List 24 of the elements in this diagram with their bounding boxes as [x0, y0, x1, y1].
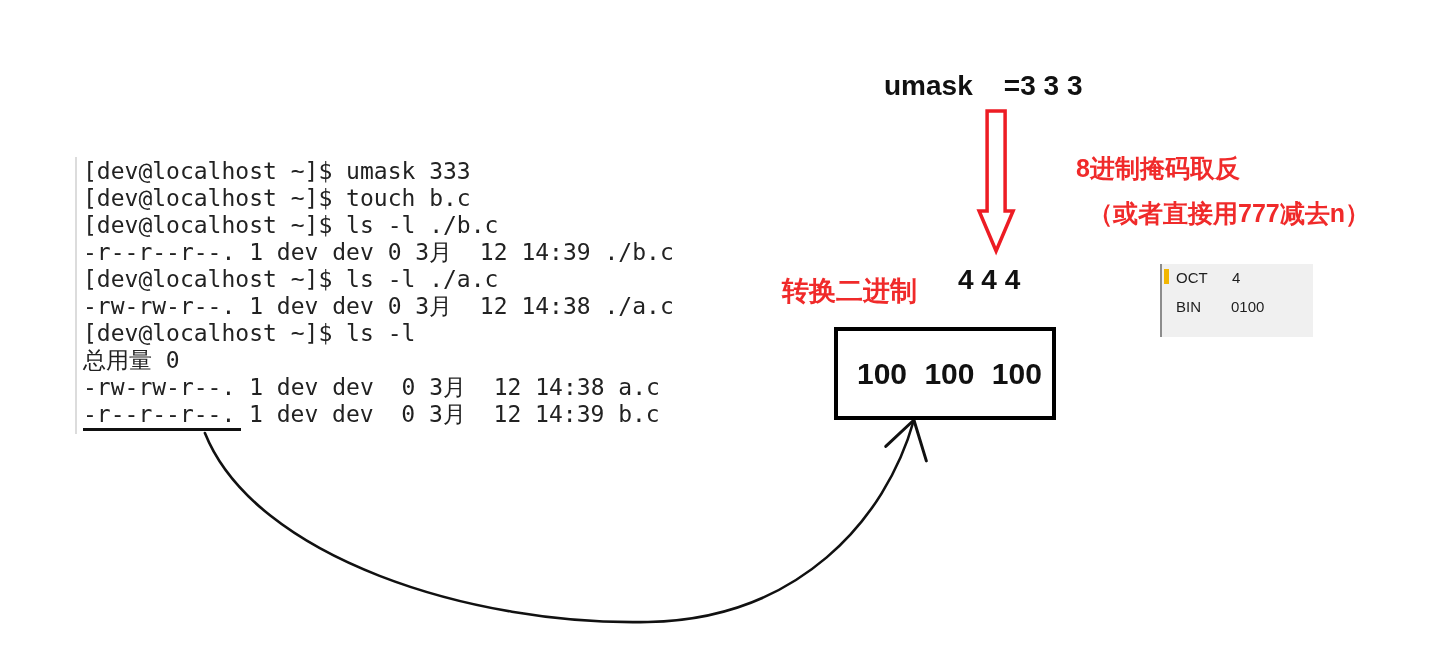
base-name: OCT	[1176, 268, 1208, 288]
base-value: 4	[1232, 268, 1241, 288]
underlined-permissions: -r--r--r--.	[83, 401, 242, 431]
result-frame	[834, 327, 1056, 420]
value-text: 4 4 4	[958, 263, 1021, 297]
terminal-line: [dev@localhost ~]$ umask 333	[83, 158, 471, 185]
annotation-text: 转换二进制	[782, 275, 917, 308]
terminal-line: [dev@localhost ~]$ ls -l	[83, 320, 416, 347]
base-name: BIN	[1176, 297, 1201, 317]
terminal-line: -rw-rw-r--. 1 dev dev 0 3月 12 14:38 a.c	[83, 374, 660, 401]
curved-arrow	[203, 418, 926, 624]
terminal-line: -r--r--r--. 1 dev dev 0 3月 12 14:39 ./b.c	[83, 239, 674, 266]
terminal-line: [dev@localhost ~]$ ls -l ./a.c	[83, 266, 499, 293]
terminal-line: -rw-rw-r--. 1 dev dev 0 3月 12 14:38 ./a.c	[83, 293, 674, 320]
terminal-line: [dev@localhost ~]$ touch b.c	[83, 185, 471, 212]
base-value: 0100	[1231, 297, 1265, 317]
terminal-line: 总用量 0	[83, 347, 180, 374]
value-text: umask =3 3 3	[884, 69, 1083, 103]
block-arrow	[976, 109, 1016, 256]
terminal-line: [dev@localhost ~]$ ls -l ./b.c	[83, 212, 499, 239]
annotation-text: 8进制掩码取反	[1076, 153, 1240, 184]
terminal-line: 1 dev dev 0 3月 12 14:39 b.c	[249, 401, 660, 428]
annotation-text: （或者直接用777减去n）	[1088, 198, 1370, 229]
binary-digits: 100 100 100	[857, 355, 1042, 392]
